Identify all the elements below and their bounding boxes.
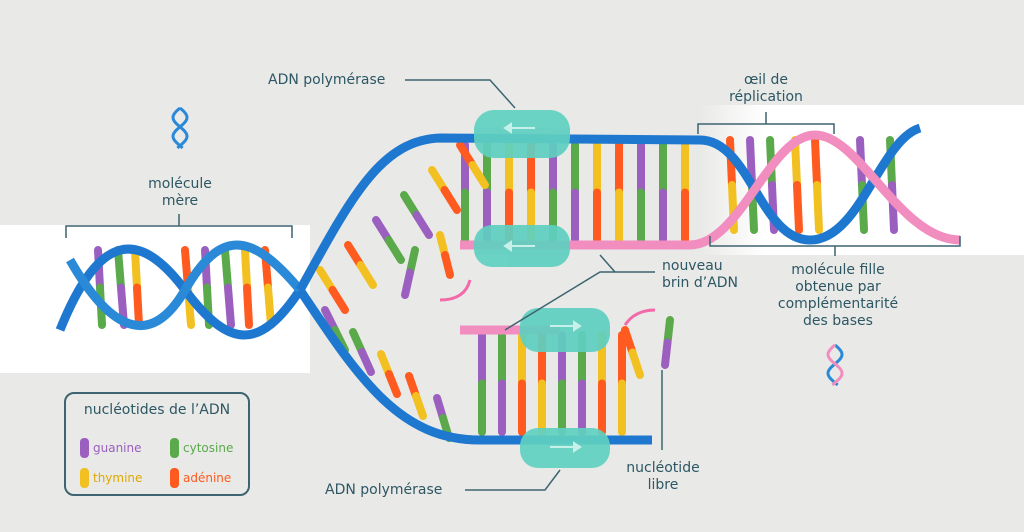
legend-label: guanine xyxy=(93,441,142,455)
base-pair-segment xyxy=(385,370,401,398)
base-pair-segment xyxy=(221,246,232,292)
base-pair-segment xyxy=(412,211,433,239)
base-pair-segment xyxy=(661,338,672,369)
base-pair-segment xyxy=(440,186,461,214)
base-pair-segment xyxy=(114,246,125,292)
leader-nouveau-brin xyxy=(504,254,655,331)
bracket-fille xyxy=(709,236,961,256)
label-line: des bases xyxy=(803,313,873,329)
bracket-molecule-mere xyxy=(65,214,293,238)
base-pair-segment xyxy=(793,181,803,234)
base-pair-segment xyxy=(224,283,235,329)
polymerase-top-upper xyxy=(474,110,570,158)
cytosine-swatch xyxy=(170,438,179,458)
label-line: libre xyxy=(647,477,679,493)
label-polymerase-top: ADN polymérase xyxy=(268,72,386,88)
legend-title: nucléotides de l’ADN xyxy=(83,402,231,418)
base-pair-segment xyxy=(384,236,405,264)
label-molecule-mere: molécule mère xyxy=(130,176,230,210)
base-pair-segment xyxy=(441,251,454,279)
label-line: nucléotide xyxy=(626,460,700,476)
base-pair-segment xyxy=(241,246,251,292)
leader-polymerase-top xyxy=(405,79,516,109)
base-pair-segment xyxy=(412,392,427,420)
label-line: nouveau xyxy=(662,258,723,274)
base-pair-segment xyxy=(356,261,377,289)
legend-label: adénine xyxy=(183,471,232,485)
daughter-dna-icon xyxy=(826,343,844,387)
label-line: réplication xyxy=(729,89,803,105)
legend-item-adenine: adénine xyxy=(170,468,231,488)
legend-label: cytosine xyxy=(183,441,234,455)
upper-parent-strand xyxy=(296,123,922,293)
lower-parent-strand xyxy=(296,287,652,445)
base-pair-segment xyxy=(468,161,489,189)
base-pair-segment xyxy=(726,136,736,189)
parent-dna-icon xyxy=(171,106,189,150)
base-pair-segment xyxy=(131,246,141,292)
adenine-swatch xyxy=(170,468,179,488)
label-molecule-fille: molécule fille obtenue par complémentari… xyxy=(770,262,906,330)
legend-label: thymine xyxy=(93,471,143,485)
daughter-dna-icon xyxy=(826,343,844,387)
legend-item-thymine: thymine xyxy=(80,468,142,488)
label-oeil-replication: œil de réplication xyxy=(700,72,832,106)
base-pair-segment xyxy=(888,181,898,234)
base-pair-segment xyxy=(243,283,253,329)
guanine-swatch xyxy=(80,438,89,458)
label-line: mère xyxy=(161,193,199,209)
base-pair-segment xyxy=(401,268,414,299)
label-line: molécule fille xyxy=(791,262,885,278)
label-line: brin d’ADN xyxy=(662,275,739,291)
base-pair-segment xyxy=(133,283,143,329)
polymerase-bottom-upper xyxy=(520,308,610,352)
label-line: complémentarité xyxy=(777,296,899,312)
upper-new-strand xyxy=(460,130,961,250)
label-nucleotide-libre: nucléotide libre xyxy=(620,460,706,494)
base-pair-segment xyxy=(628,348,644,379)
label-nouveau-brin: nouveau brin d’ADN xyxy=(662,258,738,292)
base-pair-segment xyxy=(811,136,821,189)
label-line: molécule xyxy=(148,176,212,192)
bracket-oeil xyxy=(697,112,835,134)
label-polymerase-bottom: ADN polymérase xyxy=(325,482,443,498)
legend-item-cytosine: cytosine xyxy=(170,438,233,458)
base-pair-segment xyxy=(328,286,349,314)
label-line: obtenue par xyxy=(795,279,881,295)
parent-dna-icon xyxy=(171,106,189,150)
legend-item-guanine: guanine xyxy=(80,438,142,458)
base-pair-segment xyxy=(813,181,823,234)
thymine-swatch xyxy=(80,468,89,488)
label-line: œil de xyxy=(743,72,789,88)
legend: nucléotides de l’ADN guanine cytosine th… xyxy=(64,392,250,496)
parent-strand-b xyxy=(66,240,304,330)
base-pair-segment xyxy=(358,348,375,376)
leader-polymerase-bottom xyxy=(465,469,561,491)
